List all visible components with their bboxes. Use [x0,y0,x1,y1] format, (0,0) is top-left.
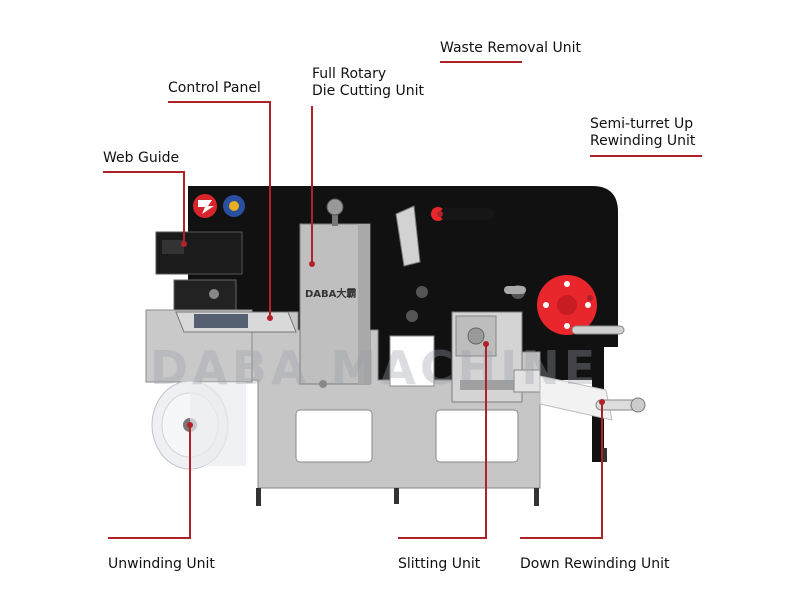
leader-dot-die-cutting [309,261,315,267]
label-down-rewinding: Down Rewinding Unit [520,556,670,572]
leader-dot-semi-turret [587,295,593,301]
turret-bolt-3 [543,302,549,308]
unwinding-film [190,382,246,466]
label-semi-turret: Semi-turret Up Rewinding Unit [590,116,696,149]
leader-web-guide [103,171,185,244]
die-cutting-tower-shade [358,224,370,384]
leader-dot-web-guide [181,241,187,247]
leader-dots [181,211,605,428]
label-die-cutting: Full Rotary Die Cutting Unit [312,66,424,99]
semi-turret-hub [557,295,577,315]
label-unwinding: Unwinding Unit [108,556,215,572]
rewind-film [539,375,613,421]
leg-2 [394,488,399,504]
certification-seal-center [229,201,239,211]
machine-back-panel [188,186,618,462]
leader-dot-control-panel [267,315,273,321]
leg-4 [602,448,607,462]
leader-control-panel [168,101,271,318]
turret-bolt-4 [585,302,591,308]
web-guide-knob [209,289,219,299]
pressure-gauge-stem [332,208,338,226]
label-control-panel: Control Panel [168,80,261,96]
turret-bolt-1 [564,281,570,287]
web-guide-display [173,279,237,311]
label-waste-removal: Waste Removal Unit [440,40,581,56]
leader-lines [103,61,702,539]
leg-3 [534,488,539,506]
brand-text: DABA大霸 [305,287,356,300]
guide-roller-1 [406,310,418,322]
pressure-gauge-icon [326,198,344,216]
leader-dot-down-rewinding [599,399,605,405]
leader-down-rewinding [520,402,603,539]
leader-dot-unwinding [187,422,193,428]
brand-logo-mark [198,200,214,214]
turret-shaft-lower [571,325,625,335]
slitting-shaft [460,380,522,390]
leg-1 [256,488,261,506]
control-panel-screen [194,314,248,328]
slitting-knife-icon [467,327,485,345]
turret-bolt-2 [564,323,570,329]
frame-cutout-left [295,409,373,463]
leader-unwinding [108,425,191,539]
turret-shaft-upper [504,286,526,294]
waste-removal-arm [395,205,421,267]
leader-dot-waste-removal [437,211,443,217]
frame-window-middle [389,335,435,387]
web-guide-sensor [162,240,184,254]
die-cutting-bolt [319,380,327,388]
leader-slitting [398,344,487,539]
label-slitting: Slitting Unit [398,556,481,572]
waste-removal-shaft [440,208,494,220]
down-rewind-cap [630,397,646,413]
watermark: DABA MACHINE [150,341,599,395]
frame-cutout-right [435,409,519,463]
leader-dot-slitting [483,341,489,347]
guide-roller-2 [416,286,428,298]
label-web-guide: Web Guide [103,150,180,166]
